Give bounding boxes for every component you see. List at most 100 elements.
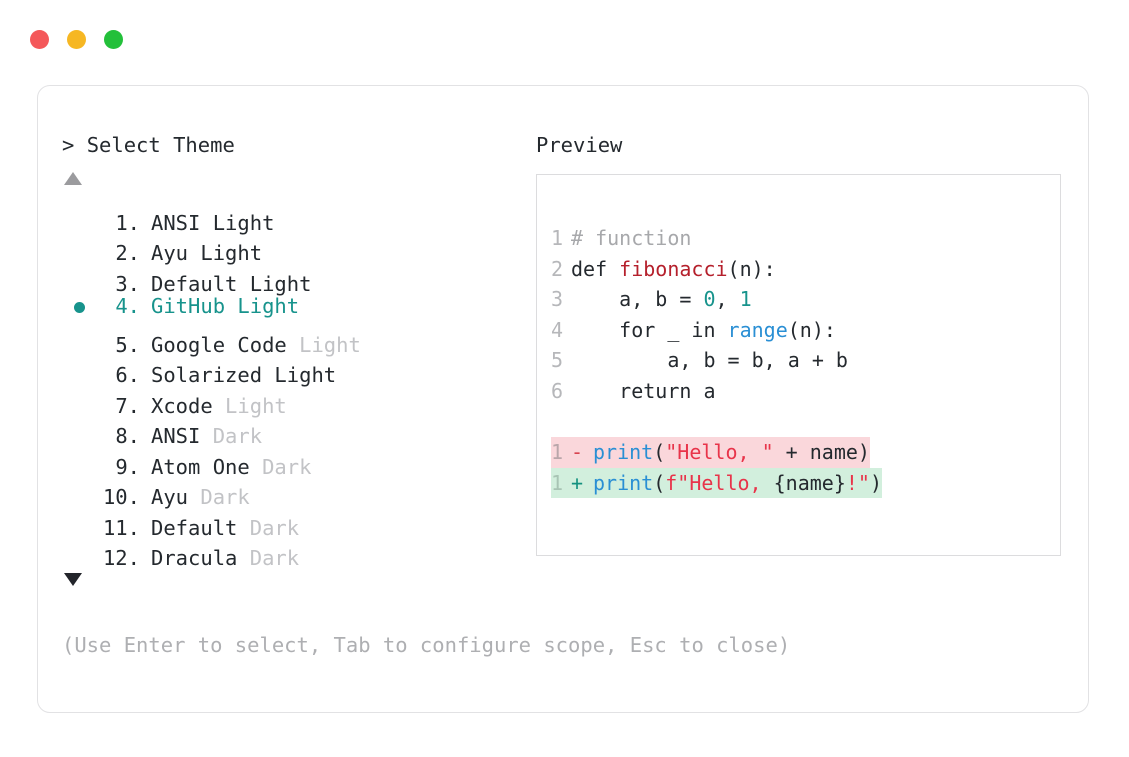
theme-item-name: Solarized bbox=[151, 363, 263, 387]
diff-line-added: 1+print(f"Hello, {name}!") bbox=[551, 467, 883, 499]
theme-item-index: 3. bbox=[115, 271, 140, 296]
theme-item-index: 9. bbox=[115, 454, 140, 479]
theme-item-index: 6. bbox=[115, 363, 140, 387]
theme-item-name: Xcode bbox=[151, 393, 213, 418]
selection-bullet-cell bbox=[62, 321, 96, 352]
theme-item-variant: Dark bbox=[188, 485, 250, 509]
theme-item-index: 5. bbox=[115, 332, 140, 357]
theme-item-index: 4. bbox=[115, 293, 140, 318]
code-token: {name} bbox=[773, 470, 846, 495]
code-token: (n): bbox=[727, 256, 776, 281]
theme-list-item[interactable]: 1.ANSI Light bbox=[62, 199, 532, 235]
code-token: # function bbox=[571, 226, 692, 250]
code-line: 1# function bbox=[551, 223, 1056, 254]
theme-item-variant: Light bbox=[262, 363, 337, 387]
scroll-up-icon[interactable] bbox=[64, 172, 82, 185]
code-token: fibonacci bbox=[619, 256, 728, 281]
code-token: a, b = b, a + b bbox=[571, 348, 848, 373]
theme-list-item[interactable]: 2. Ayu Light bbox=[62, 230, 532, 265]
code-token: 0 bbox=[703, 287, 716, 312]
code-token: !" bbox=[845, 470, 870, 495]
theme-item-variant: Light bbox=[286, 332, 361, 357]
theme-item-name: Google Code bbox=[151, 332, 287, 357]
line-number: 2 bbox=[551, 256, 564, 281]
code-token: range bbox=[727, 317, 788, 342]
code-token: 1 bbox=[739, 287, 752, 312]
theme-item-name: Ayu bbox=[151, 485, 189, 509]
selection-bullet-cell bbox=[62, 199, 96, 230]
theme-item-name: Ayu bbox=[151, 241, 189, 265]
diff-sign: + bbox=[571, 470, 584, 495]
theme-list-item[interactable]: 6. Solarized Light bbox=[62, 352, 532, 387]
theme-item-name: Default bbox=[151, 515, 238, 540]
theme-item-name: Dracula bbox=[151, 546, 238, 570]
theme-item-index: 2. bbox=[115, 241, 140, 265]
theme-item-index: 12. bbox=[102, 546, 140, 570]
code-line: 5 a, b = b, a + b bbox=[551, 345, 1056, 376]
selection-bullet-cell bbox=[62, 413, 96, 444]
theme-list-item[interactable]: 12. Dracula Dark bbox=[62, 535, 532, 570]
theme-list-item[interactable]: 5. Google Code Light bbox=[62, 321, 532, 357]
selection-bullet-cell bbox=[62, 535, 96, 566]
code-token: print bbox=[593, 440, 654, 465]
theme-item-index: 7. bbox=[115, 393, 140, 418]
code-token: "Hello, " bbox=[665, 440, 774, 465]
diff-line-removed: 1-print("Hello, " + name) bbox=[551, 437, 870, 468]
theme-list-item[interactable]: 8.ANSI Dark bbox=[62, 413, 532, 448]
theme-list-item[interactable]: 3. Default Light bbox=[62, 260, 532, 296]
code-token: for _ in bbox=[571, 317, 728, 342]
line-number: 4 bbox=[551, 317, 564, 342]
selection-bullet-cell bbox=[62, 382, 96, 413]
selection-bullet-cell bbox=[62, 474, 96, 505]
theme-item-variant: Light bbox=[225, 293, 300, 318]
theme-item-variant: Dark bbox=[237, 546, 300, 570]
theme-item-name: ANSI bbox=[151, 210, 201, 235]
preview-heading: Preview bbox=[536, 133, 623, 157]
scroll-down-icon[interactable] bbox=[64, 573, 82, 586]
line-number: 6 bbox=[551, 378, 564, 403]
line-number: 5 bbox=[551, 348, 564, 373]
theme-item-name: ANSI bbox=[151, 424, 201, 448]
line-number: 1 bbox=[551, 440, 564, 465]
selection-bullet-cell bbox=[62, 352, 96, 383]
code-token: ) bbox=[869, 470, 883, 495]
line-number: 3 bbox=[551, 287, 564, 312]
code-token: ( bbox=[653, 440, 666, 465]
line-number: 1 bbox=[551, 470, 564, 495]
selected-bullet-icon bbox=[73, 301, 85, 313]
code-line: 3 a, b = 0, 1 bbox=[551, 284, 1056, 315]
theme-list-item[interactable]: 9.Atom One Dark bbox=[62, 443, 532, 479]
theme-item-name: Atom One bbox=[151, 454, 250, 479]
selection-bullet-cell bbox=[62, 504, 96, 535]
theme-item-index: 1. bbox=[115, 210, 140, 235]
close-button[interactable] bbox=[30, 30, 49, 49]
code-spacer bbox=[551, 407, 1056, 438]
theme-list-item[interactable]: 10. Ayu Dark bbox=[62, 474, 532, 509]
minimize-button[interactable] bbox=[67, 30, 86, 49]
theme-list-item[interactable]: 7.Xcode Light bbox=[62, 382, 532, 418]
diff-sign: - bbox=[571, 440, 584, 465]
theme-item-index: 8. bbox=[115, 424, 140, 448]
code-token: f"Hello, bbox=[665, 470, 774, 495]
theme-list-item[interactable]: 11.Default Dark bbox=[62, 504, 532, 540]
theme-item-variant: Light bbox=[237, 271, 312, 296]
selection-bullet-cell bbox=[62, 260, 96, 291]
theme-item-name: Default bbox=[151, 271, 238, 296]
theme-item-index: 10. bbox=[102, 485, 140, 509]
theme-item-variant: Dark bbox=[237, 515, 300, 540]
maximize-button[interactable] bbox=[104, 30, 123, 49]
code-token: print bbox=[593, 470, 654, 495]
selection-bullet-cell bbox=[62, 230, 96, 261]
keyboard-hint: (Use Enter to select, Tab to configure s… bbox=[62, 633, 791, 657]
theme-item-variant: Light bbox=[188, 241, 263, 265]
code-token: return a bbox=[571, 378, 716, 403]
theme-list-item[interactable]: 4.GitHub Light bbox=[62, 291, 532, 322]
